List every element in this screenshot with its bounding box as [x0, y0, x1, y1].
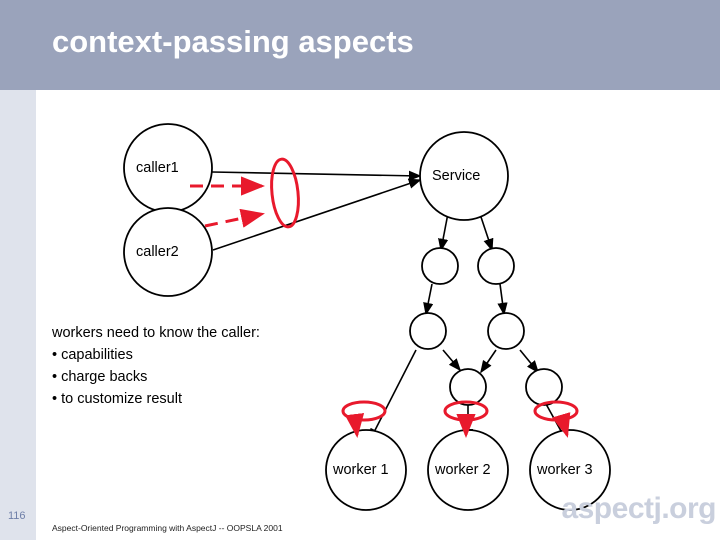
label-worker1: worker 1 — [333, 462, 389, 478]
slide-number: 116 — [8, 510, 26, 522]
explanation-bullet-1: • capabilities — [52, 347, 133, 363]
left-sidebar-strip — [0, 90, 36, 540]
label-service: Service — [432, 168, 481, 184]
watermark-logo: aspectj.org — [561, 492, 716, 525]
explanation-bullet-3: • to customize result — [52, 391, 182, 407]
label-worker3: worker 3 — [537, 462, 593, 478]
explanation-heading: workers need to know the caller: — [52, 325, 260, 341]
footer-note: Aspect-Oriented Programming with AspectJ… — [52, 523, 283, 533]
explanation-bullet-2: • charge backs — [52, 369, 148, 385]
explanation-block: workers need to know the caller: • capab… — [52, 322, 260, 410]
label-worker2: worker 2 — [435, 462, 491, 478]
header-band — [0, 0, 720, 90]
page-title: context-passing aspects — [52, 24, 414, 59]
label-caller2: caller2 — [136, 244, 179, 260]
label-caller1: caller1 — [136, 160, 179, 176]
